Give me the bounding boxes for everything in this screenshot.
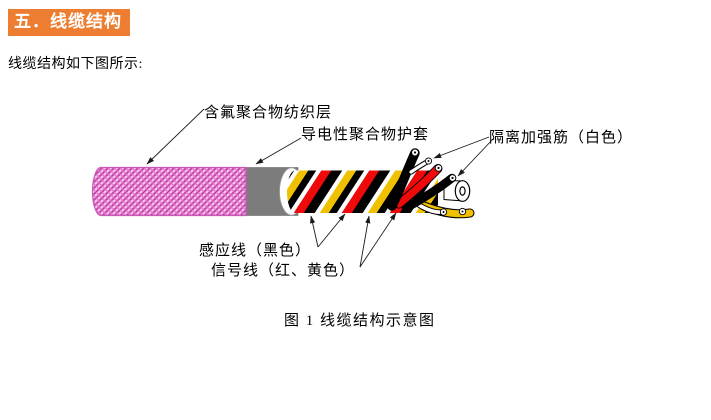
wire-end-caps	[411, 148, 467, 216]
red-signal-wire	[395, 164, 442, 208]
label-reinforcement: 隔离加强筋（白色）	[489, 130, 634, 146]
arrow-sensing-2	[317, 213, 346, 248]
arrow-sheath	[255, 137, 302, 165]
label-signal-wire: 信号线（红、黄色）	[211, 263, 356, 279]
intro-text: 线缆结构如下图所示:	[8, 57, 143, 72]
label-braid-layer: 含氟聚合物纺织层	[204, 105, 333, 121]
black-sensing-wire-1	[387, 148, 420, 211]
arrow-signal-2	[359, 212, 397, 268]
label-sheath: 导电性聚合物护套	[301, 127, 430, 143]
braid-pink-layer	[91, 166, 247, 217]
leader-arrows	[146, 108, 494, 268]
arrow-reinforce-2	[457, 138, 494, 177]
arrow-braid	[146, 108, 205, 165]
arrow-signal-1	[359, 215, 371, 268]
arrow-reinforce-1	[433, 136, 490, 159]
figure-caption: 图 1 线缆结构示意图	[284, 313, 436, 329]
black-sensing-wire-2	[401, 173, 457, 213]
section-heading: 五．线缆结构	[8, 9, 130, 36]
white-reinforcement-tube	[443, 179, 471, 202]
arrow-sensing-1	[310, 215, 319, 248]
label-sensing-wire: 感应线（黑色）	[199, 243, 312, 259]
